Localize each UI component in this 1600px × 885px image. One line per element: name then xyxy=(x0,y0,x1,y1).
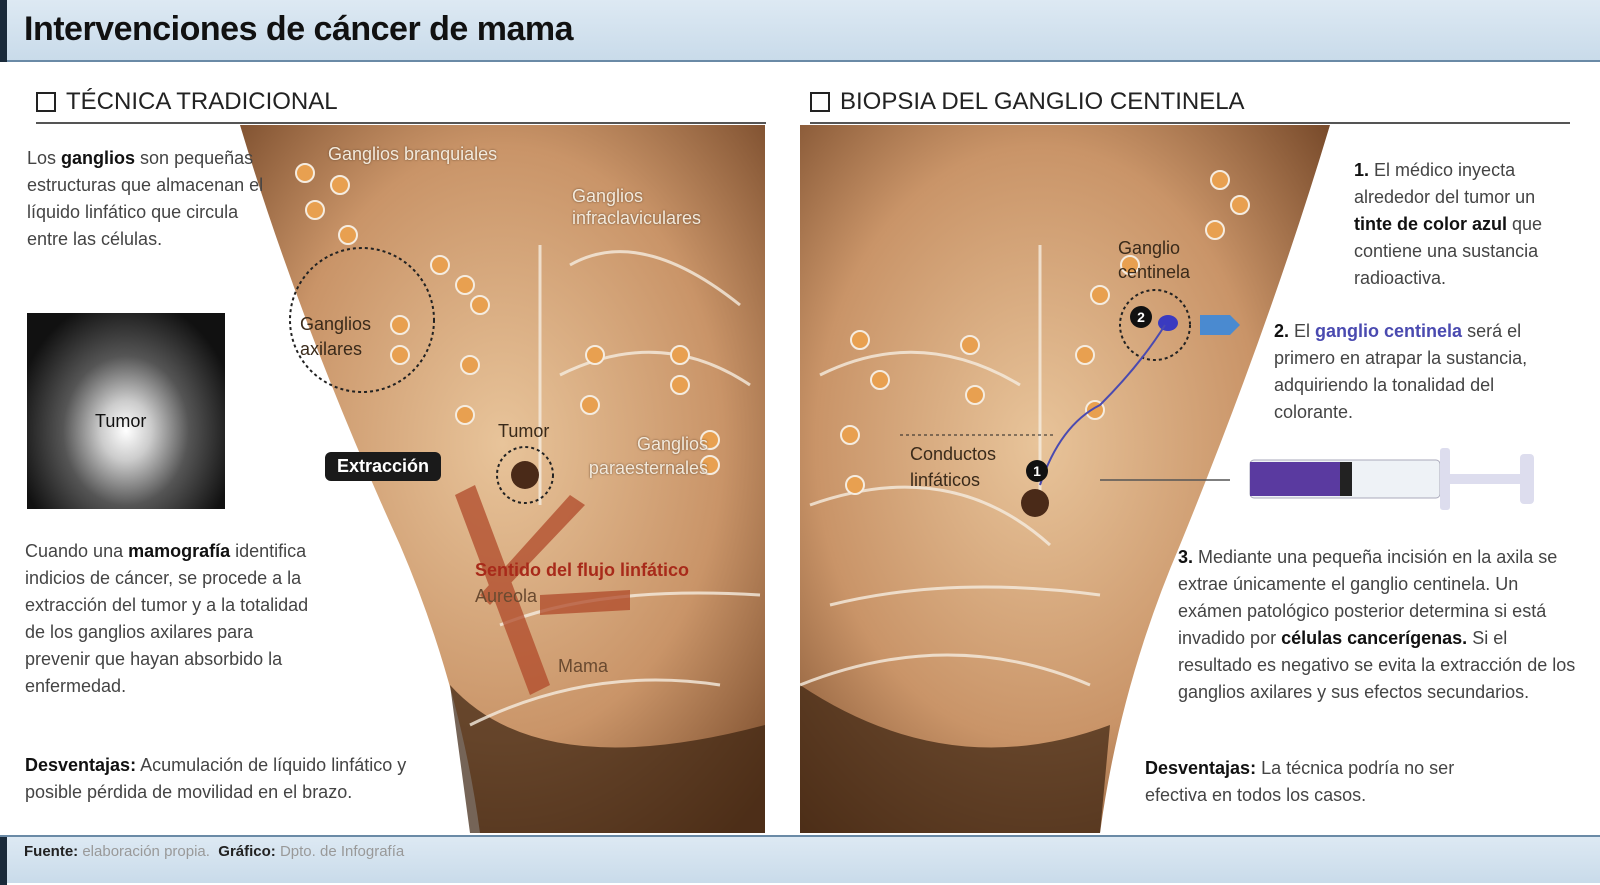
label-ganglios-infraclaviculares: Ganglios infraclaviculares xyxy=(572,186,702,228)
section-label: TÉCNICA TRADICIONAL xyxy=(66,88,338,115)
mammogram-tumor-label: Tumor xyxy=(95,411,147,431)
label-flujo-linfatico: Sentido del flujo linfático xyxy=(475,560,689,580)
footer-credits: Fuente: elaboración propia. Gráfico: Dpt… xyxy=(24,843,405,860)
label-conductos-linfaticos: Conductos linfáticos xyxy=(910,444,997,490)
footer: Fuente: elaboración propia. Gráfico: Dpt… xyxy=(0,835,1600,885)
traditional-description: Cuando una mamografía identifica indicio… xyxy=(25,541,309,696)
header: Intervenciones de cáncer de mama xyxy=(0,0,1600,62)
section-title-traditional: TÉCNICA TRADICIONAL xyxy=(36,88,338,116)
label-ganglio-centinela: Ganglio centinela xyxy=(1118,238,1191,282)
marker-2: 2 xyxy=(1130,306,1152,328)
marker-1: 1 xyxy=(1026,460,1048,482)
sentinel-disadvantages: Desventajas: La técnica podría no ser ef… xyxy=(1145,758,1455,805)
traditional-disadvantages: Desventajas: Acumulación de líquido linf… xyxy=(25,755,407,802)
step-1-text: 1. El médico inyecta alrededor del tumor… xyxy=(1354,160,1543,288)
intro-text: Los ganglios son pequeñas estructuras qu… xyxy=(27,148,264,249)
extraccion-badge: Extracción xyxy=(325,452,442,481)
label-ganglios-paraesternales: Ganglios paraesternales xyxy=(588,434,708,478)
step-3-text: 3. Mediante una pequeña incisión en la a… xyxy=(1178,547,1576,702)
section-title-sentinel: BIOPSIA DEL GANGLIO CENTINELA xyxy=(810,88,1245,116)
label-mama: Mama xyxy=(558,656,609,676)
step-2-text: 2. El ganglio centinela será el primero … xyxy=(1274,321,1528,422)
label-ganglios-branquiales: Ganglios branquiales xyxy=(328,144,498,164)
page-title: Intervenciones de cáncer de mama xyxy=(24,10,574,48)
sentinel-illustration xyxy=(800,125,1330,833)
label-ganglios-axilares: Ganglios axilares xyxy=(300,314,372,359)
mammogram-image: Tumor xyxy=(27,313,225,509)
label-tumor: Tumor xyxy=(498,421,550,441)
label-aureola: Aureola xyxy=(475,586,538,606)
section-label: BIOPSIA DEL GANGLIO CENTINELA xyxy=(840,88,1245,115)
syringe-icon xyxy=(1100,448,1534,510)
